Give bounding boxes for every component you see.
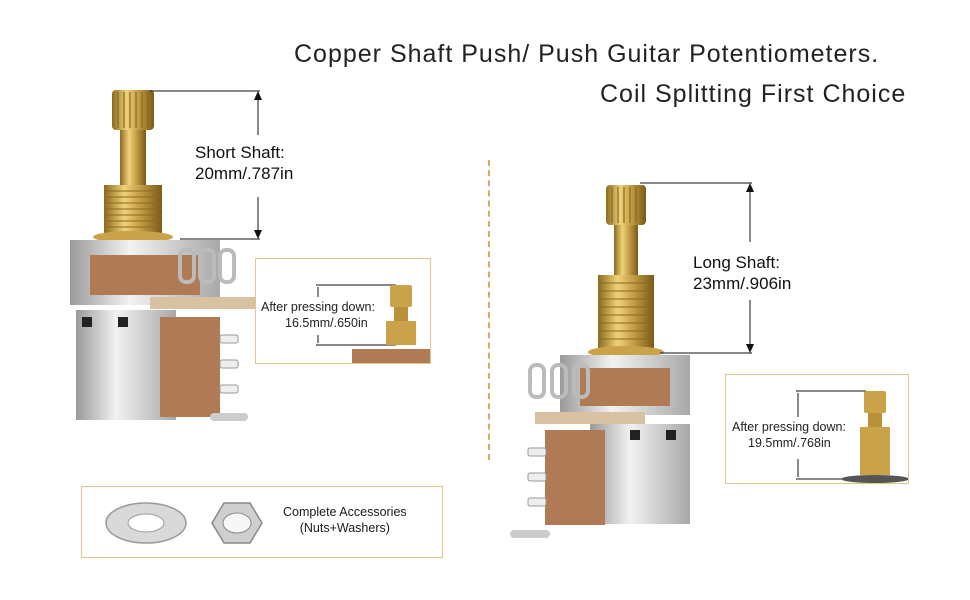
long-pressed-label-line2: 19.5mm/.768in [748,436,831,450]
hex-nut-icon [211,502,263,544]
long-pressed-label-line1: After pressing down: [732,420,846,434]
accessories-line1: Complete Accessories [283,505,407,519]
title-line-2: Coil Splitting First Choice [600,80,907,108]
long-pressed-pot-image [796,390,908,483]
long-shaft-dimension-lines [640,182,754,354]
long-shaft-label-line1: Long Shaft: [693,253,780,272]
short-pressed-inset: After pressing down: 16.5mm/.650in [255,258,431,364]
center-divider [488,160,490,460]
long-shaft-label-line2: 23mm/.906in [693,274,792,293]
long-shaft-label: Long Shaft: 23mm/.906in [693,252,791,294]
short-shaft-dimension-lines [150,90,262,240]
long-pressed-inset: After pressing down: 19.5mm/.768in [725,374,909,484]
accessories-label: Complete Accessories (Nuts+Washers) [283,504,407,536]
short-shaft-potentiometer-image [70,90,260,421]
long-shaft-potentiometer-image [510,185,690,538]
accessories-line2: (Nuts+Washers) [299,521,390,535]
short-pressed-label-line2: 16.5mm/.650in [285,316,368,330]
short-pressed-label: After pressing down: 16.5mm/.650in [261,299,375,331]
long-pressed-label: After pressing down: 19.5mm/.768in [732,419,846,451]
short-shaft-label-line1: Short Shaft: [195,143,285,162]
short-pressed-pot-image [316,284,430,363]
short-pressed-label-line1: After pressing down: [261,300,375,314]
accessories-inset: Complete Accessories (Nuts+Washers) [81,486,443,558]
washer-icon [105,502,187,544]
short-shaft-label-line2: 20mm/.787in [195,164,294,183]
short-shaft-label: Short Shaft: 20mm/.787in [195,142,293,184]
title-line-1: Copper Shaft Push/ Push Guitar Potentiom… [294,40,880,68]
